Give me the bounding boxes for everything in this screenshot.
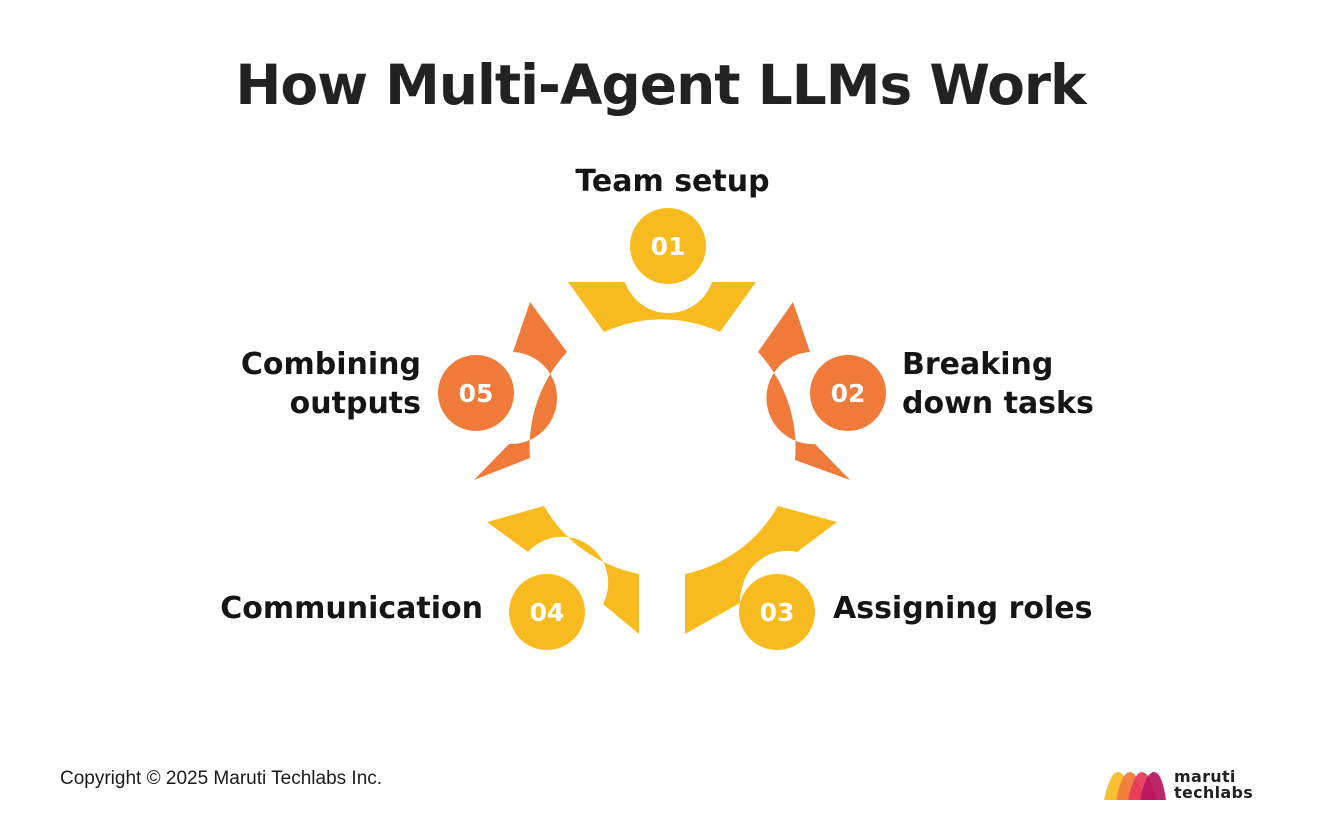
cycle-segment-4 xyxy=(487,506,639,634)
step-marker-5: 05 xyxy=(438,355,514,431)
step-marker-1: 01 xyxy=(630,208,706,284)
svg-text:05: 05 xyxy=(459,379,494,408)
step-label-communication: Communication xyxy=(220,591,483,626)
cycle-segment-1 xyxy=(568,282,756,332)
step-label-assigning-roles: Assigning roles xyxy=(833,591,1093,626)
logo-text-line-2: techlabs xyxy=(1174,783,1254,802)
step-label-breaking-down-tasks: Breaking down tasks xyxy=(902,347,1094,421)
svg-text:03: 03 xyxy=(760,598,795,627)
step-label-combining-outputs: Combining outputs xyxy=(240,347,421,421)
step-marker-3: 03 xyxy=(739,574,815,650)
company-logo: maruti techlabs xyxy=(1102,766,1272,806)
logo-mark-icon xyxy=(1104,772,1166,800)
logo-text-line-1: maruti xyxy=(1174,767,1236,786)
svg-text:02: 02 xyxy=(831,379,866,408)
page-title: How Multi-Agent LLMs Work xyxy=(235,53,1086,117)
svg-text:04: 04 xyxy=(530,598,565,627)
step-marker-4: 04 xyxy=(509,574,585,650)
cycle-segment-2 xyxy=(758,302,850,480)
step-label-team-setup: Team setup xyxy=(575,164,770,199)
copyright-text: Copyright © 2025 Maruti Techlabs Inc. xyxy=(60,768,383,789)
step-marker-2: 02 xyxy=(810,355,886,431)
cycle-segment-3 xyxy=(685,506,837,634)
cycle-segment-5 xyxy=(474,302,567,480)
logo-wordmark: maruti techlabs xyxy=(1174,769,1253,801)
svg-text:01: 01 xyxy=(651,232,686,261)
